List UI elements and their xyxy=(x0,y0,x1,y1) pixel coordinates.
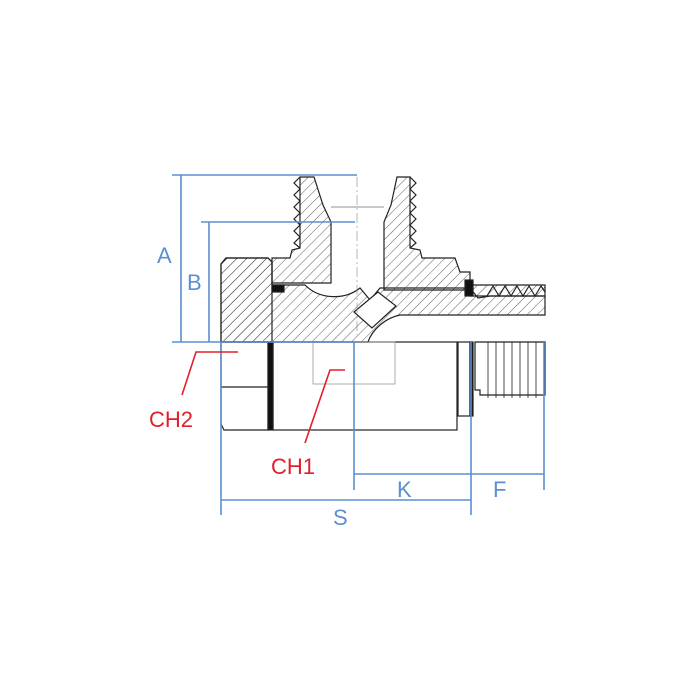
nut-section xyxy=(220,257,273,343)
male-thread-lines xyxy=(487,342,537,398)
top-thread-right xyxy=(409,176,417,249)
dim-label-f: F xyxy=(493,477,506,502)
ch2-leader xyxy=(181,351,238,396)
dimension-lines xyxy=(172,174,545,515)
cross-bore xyxy=(353,291,397,329)
dim-label-b: B xyxy=(187,270,202,295)
body-outline xyxy=(272,341,458,431)
top-port-section-right xyxy=(383,176,471,291)
callout-ch2: CH2 xyxy=(149,407,193,432)
top-thread-left xyxy=(293,176,301,249)
hex-nut-outline xyxy=(220,341,269,431)
ch1-leader xyxy=(304,369,345,444)
callout-ch1: CH1 xyxy=(271,454,315,479)
dim-label-s: S xyxy=(333,505,348,530)
dim-label-k: K xyxy=(397,477,412,502)
right-thread-teeth xyxy=(486,284,546,298)
seal-right xyxy=(464,279,474,297)
callout-leaders xyxy=(181,351,345,444)
seal-left xyxy=(271,284,285,293)
nut-band xyxy=(267,341,274,431)
male-thread-outline xyxy=(474,341,546,396)
top-port-section-left xyxy=(271,176,332,284)
dim-label-a: A xyxy=(157,243,172,268)
section-view xyxy=(220,176,546,343)
washer xyxy=(457,341,471,417)
